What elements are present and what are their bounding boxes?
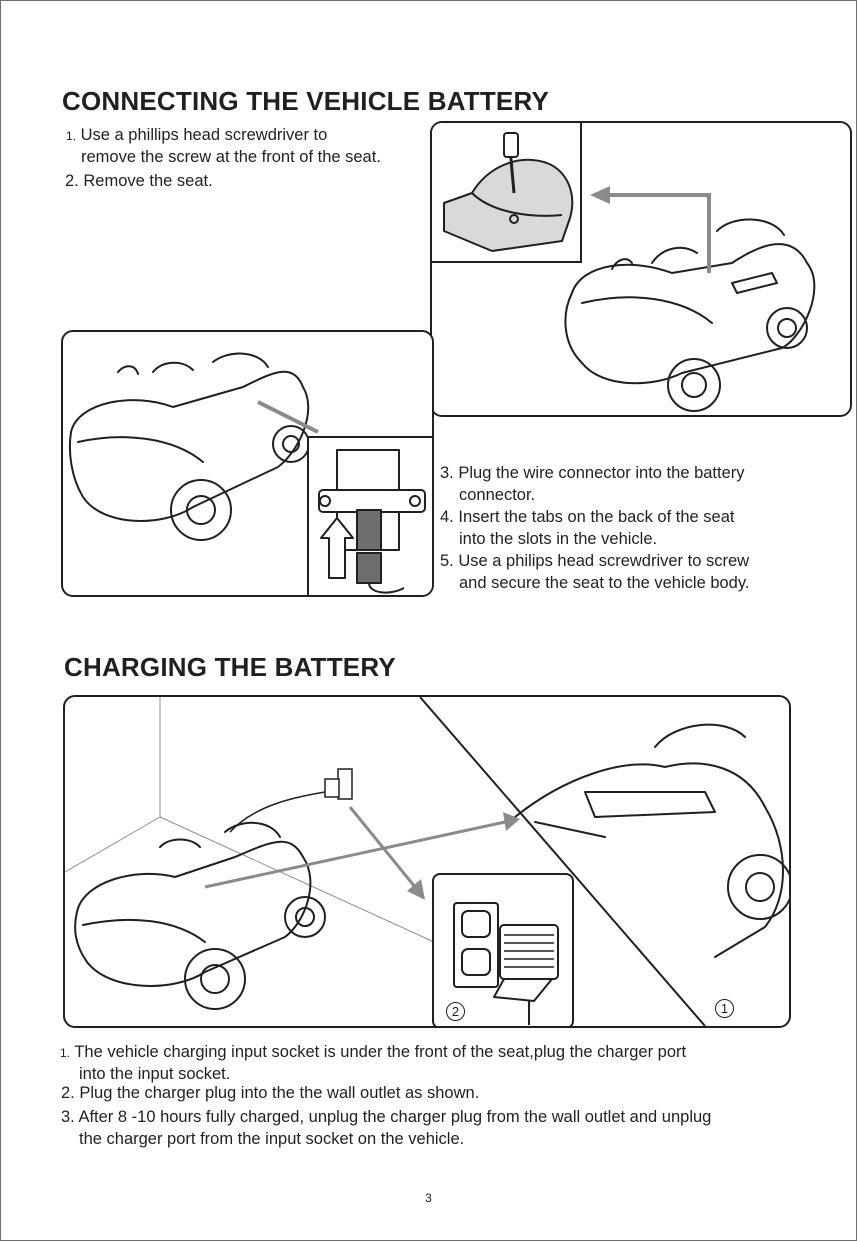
page-number: 3 bbox=[425, 1191, 432, 1205]
connecting-step-4: 4. Insert the tabs on the back of the se… bbox=[440, 506, 734, 528]
step-number: 2. bbox=[61, 1084, 75, 1102]
connecting-step-3-cont: connector. bbox=[459, 486, 536, 504]
car-seat-drawing bbox=[68, 352, 319, 541]
seat-removal-drawing bbox=[564, 186, 816, 412]
step-number: 4. bbox=[440, 508, 454, 526]
step-number: 3. bbox=[440, 464, 454, 482]
screwdriver-drawing bbox=[443, 132, 574, 252]
seat-removal-illustration bbox=[430, 121, 852, 417]
step-text: Insert the tabs on the back of the seat bbox=[458, 508, 735, 526]
connecting-step-5-cont: and secure the seat to the vehicle body. bbox=[459, 574, 750, 592]
charging-heading: CHARGING THE BATTERY bbox=[64, 652, 396, 682]
connecting-step-5: 5. Use a philips head screwdriver to scr… bbox=[440, 550, 749, 572]
step-text: Use a phillips head screwdriver to bbox=[80, 126, 328, 144]
step-number: 1. bbox=[66, 129, 77, 143]
wall-outlet-inset: 2 bbox=[432, 873, 574, 1026]
charging-illustration: 2 1 bbox=[63, 695, 791, 1028]
screwdriver-inset bbox=[432, 123, 582, 263]
step-text: Plug the wire connector into the battery bbox=[458, 464, 745, 482]
charging-step-1-cont: into the input socket. bbox=[79, 1065, 231, 1083]
connecting-heading: CONNECTING THE VEHICLE BATTERY bbox=[62, 86, 550, 116]
callout-1-badge: 1 bbox=[715, 999, 734, 1018]
step-text: Plug the charger plug into the the wall … bbox=[79, 1084, 480, 1102]
charging-step-1: 1. The vehicle charging input socket is … bbox=[60, 1041, 686, 1064]
step-text: Use a philips head screwdriver to screw bbox=[458, 552, 750, 570]
wall-outlet-drawing bbox=[453, 902, 559, 1025]
charging-step-2: 2. Plug the charger plug into the the wa… bbox=[61, 1082, 479, 1104]
charging-drawing bbox=[65, 697, 789, 1026]
step-number: 2. bbox=[65, 172, 79, 190]
charging-step-3-cont: the charger port from the input socket o… bbox=[79, 1130, 465, 1148]
connecting-step-4-cont: into the slots in the vehicle. bbox=[459, 530, 658, 548]
connector-inset bbox=[307, 436, 432, 595]
connecting-step-1: 1. Use a phillips head screwdriver to bbox=[66, 124, 327, 147]
step-text: Remove the seat. bbox=[83, 172, 213, 190]
charging-step-3: 3. After 8 -10 hours fully charged, unpl… bbox=[61, 1106, 711, 1128]
callout-2-badge: 2 bbox=[446, 1002, 465, 1021]
connecting-step-2: 2. Remove the seat. bbox=[65, 170, 213, 192]
step-number: 3. bbox=[61, 1108, 75, 1126]
step-text: The vehicle charging input socket is und… bbox=[74, 1043, 687, 1061]
connecting-step-3: 3. Plug the wire connector into the batt… bbox=[440, 462, 745, 484]
step-number: 5. bbox=[440, 552, 454, 570]
step-text: After 8 -10 hours fully charged, unplug … bbox=[78, 1108, 712, 1126]
step-number: 1. bbox=[60, 1046, 71, 1060]
connector-drawing bbox=[318, 449, 426, 594]
wire-connector-illustration bbox=[61, 330, 434, 597]
connecting-step-1-cont: remove the screw at the front of the sea… bbox=[81, 148, 381, 166]
